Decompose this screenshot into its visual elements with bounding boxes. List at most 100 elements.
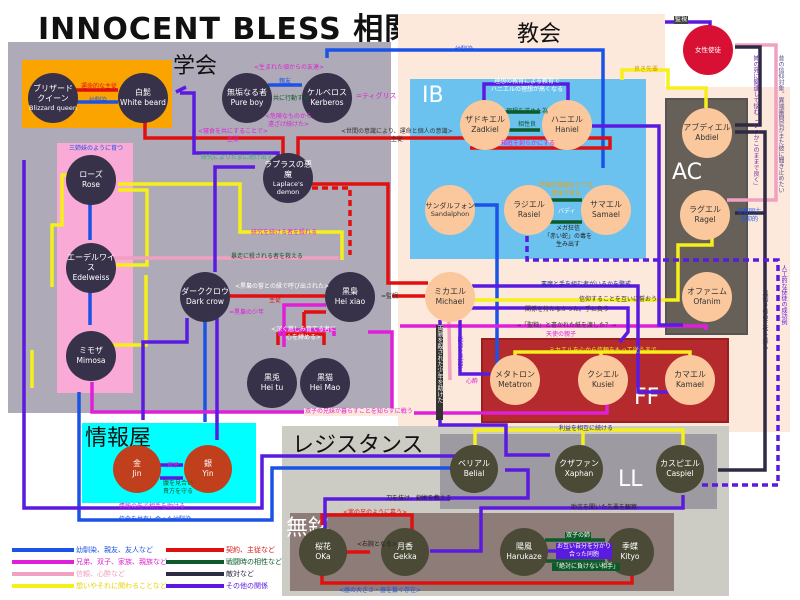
node-en: White beard: [120, 98, 166, 108]
label-laplace-heixiao: 研究を続ける者を殺れる: [251, 229, 318, 236]
node-en: Rose: [82, 180, 100, 190]
label-zadkiel-haniel: 理想を求めた為: [506, 108, 549, 115]
line-zadkiel-haniel-rival: [505, 110, 540, 132]
label-ofanim-note: →「聖釉」と書かれた紙を渡した？→: [516, 322, 617, 329]
node-en: Laplace's demon: [272, 179, 304, 196]
line-michael-ff: [470, 306, 630, 344]
legend-label: その他の関係: [226, 582, 268, 590]
node-jp: カマエル: [674, 370, 706, 380]
region-label-ib: IB: [422, 83, 444, 108]
line-gekka-caspiel: [430, 495, 685, 553]
node-en: Edelweiss: [72, 273, 110, 283]
node-jp: 女性使徒: [695, 45, 721, 54]
label-pure-friend: 親友: [279, 78, 292, 85]
label-pure-master: 共に行動する: [273, 95, 310, 102]
node-jp: オファニム: [687, 287, 727, 297]
line-darkcrow-jin: [141, 318, 189, 420]
node-jp: ローズ: [79, 170, 103, 180]
node-jp: 月香: [397, 542, 413, 552]
legend-swatch: [166, 584, 224, 588]
label-ac-note2: 裏切り者の正体を探る: [761, 290, 768, 350]
node-en: Ragel: [694, 215, 716, 225]
line-michael-ofanim: [472, 230, 714, 302]
legend-label: 戦闘時の相性など: [226, 558, 282, 566]
line-female-ragel: [727, 43, 778, 202]
label-metatron-note: 能力を見出す: [456, 336, 463, 372]
label-ragel-note: 信者同士 信仰的: [737, 208, 762, 223]
line-sandalphon-metatron: [472, 203, 499, 368]
label-pure-protect: <危険なものから 遠ざけ続けた>: [265, 113, 313, 128]
label-childhood: 幼馴染: [89, 97, 108, 104]
node-en: Kusiel: [592, 380, 614, 390]
node-jp: 銀: [204, 459, 212, 469]
node-en: Sandalphon: [430, 210, 470, 219]
label-michael-note3: 関係を持たなかった。手に負う: [525, 306, 610, 313]
node-en: Hei Mao: [309, 383, 341, 393]
legend-item: 兄弟、双子、家族、親族など: [12, 557, 167, 567]
line-rasiel-samael-rival: [548, 198, 582, 224]
label-abdiel-note: 良き先輩: [634, 66, 659, 73]
label-johoya-note: 信念を共有し合った幼馴染: [119, 516, 192, 523]
node-jp: サンダルフォン: [425, 201, 475, 210]
node-jp: ハニエル: [551, 115, 583, 125]
node-jp: メタトロン: [495, 370, 535, 380]
node-en: Rasiel: [517, 210, 541, 220]
label-ff-line: ミカエルを心から信頼をもって従うまで: [549, 347, 657, 354]
node-en: Yin: [202, 469, 214, 479]
line-heitu-heimao-family: [278, 303, 336, 347]
label-harukaze-kityo2: お互い自分を分かり 合った同胞: [556, 543, 613, 559]
region-label-kyokai: 教会: [517, 22, 562, 47]
label-contract: 主従: [269, 297, 282, 304]
label-female-watch: 監視: [674, 16, 689, 24]
label-fateful-master: 運命的な主従: [81, 83, 118, 90]
node-en: Belial: [463, 469, 485, 479]
node-en: Pure boy: [230, 98, 264, 108]
node-jp: 黒梟: [342, 287, 358, 297]
label-kerberos-note: =ティグリス: [356, 92, 397, 100]
legend-label: 想いやそれに関わることなど: [76, 582, 167, 590]
line-laplace-heixiao-dashed: [312, 186, 352, 255]
node-jp: カスピエル: [660, 459, 700, 469]
label-harukaze-kityo1: 双子の姉: [565, 532, 592, 540]
legend-item: 信頼、心酔など: [12, 569, 125, 579]
legend-label: 敵対など: [226, 570, 254, 578]
node-female-apostle[interactable]: 女性使徒: [683, 25, 733, 75]
label-jin-yin2: 腹を見合い 貴方を守る: [163, 480, 194, 495]
label-born-knowledge: <生まれた頃からの友達>: [254, 64, 325, 71]
label-zadkiel-haniel-top: 理想の教育による教育で ハニエルの理想が高くなる: [491, 78, 564, 93]
label-samael-rasiel: メガ狂信 「赤い蛇」の毒を 生み出す: [544, 225, 593, 248]
node-jp: ザドキエル: [465, 115, 505, 125]
